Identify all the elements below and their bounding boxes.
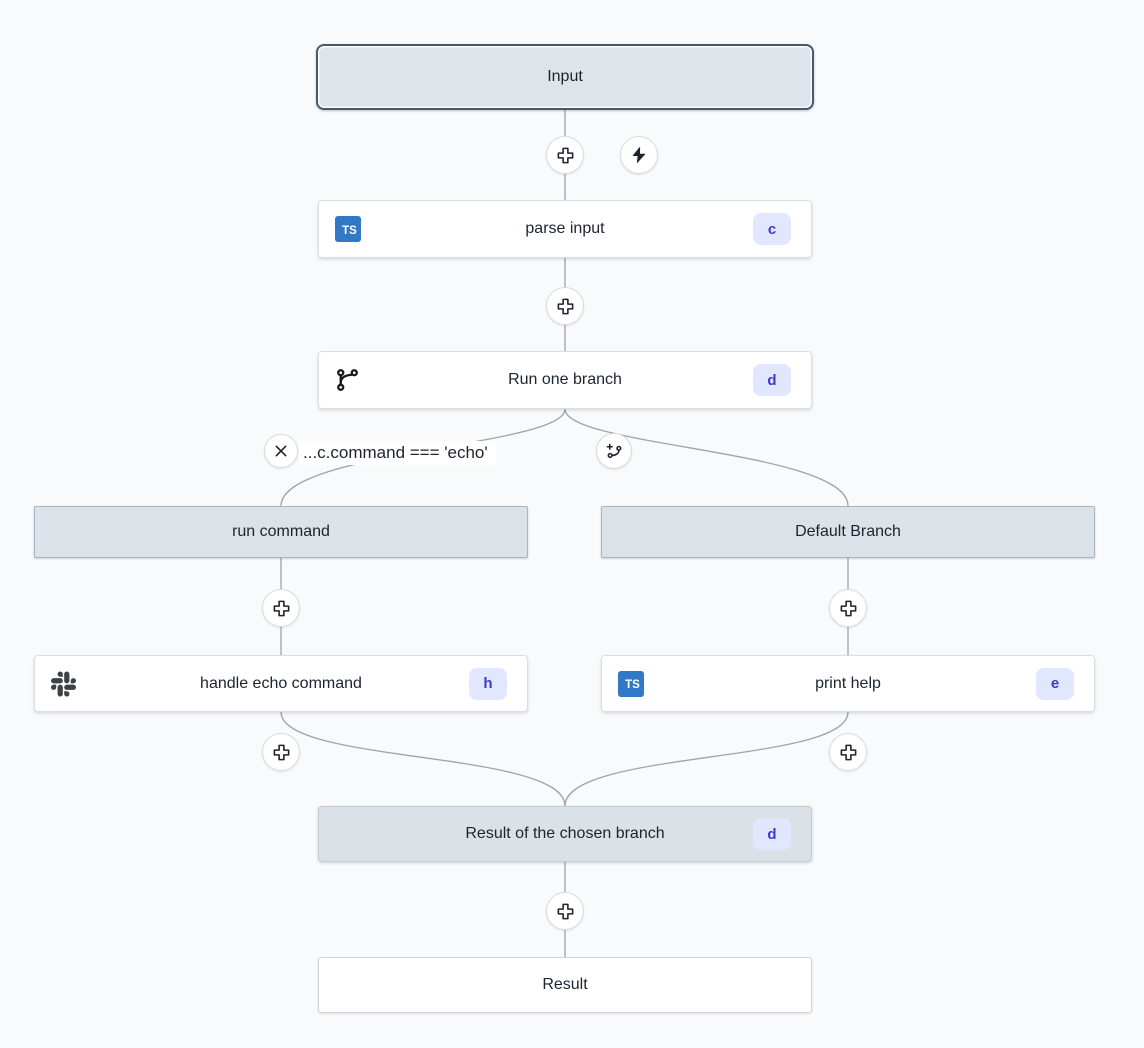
step-id-badge: c [753,213,791,245]
zap-icon [632,147,646,163]
remove-branch-button[interactable] [264,434,298,468]
typescript-icon: TS [618,670,644,697]
input-node-label: Input [547,68,583,85]
typescript-icon: TS [335,216,361,242]
plus-icon [557,298,573,314]
branch-merge-node[interactable]: Result of the chosen branch d [318,806,812,862]
branch-header-label: run command [232,523,330,540]
branch-header-default[interactable]: Default Branch [601,506,1095,558]
flow-input-node[interactable]: Input [316,44,814,110]
add-branch-icon [606,443,621,458]
step-node-print-help[interactable]: TS print help e [601,655,1095,712]
insert-step-button[interactable] [546,136,584,174]
step-id-badge: d [753,364,791,396]
trigger-button[interactable] [620,136,658,174]
plus-icon [273,744,289,760]
step-node-run-one-branch[interactable]: Run one branch d [318,351,812,409]
edge-merge-right [564,711,849,807]
step-label: parse input [525,220,605,237]
insert-step-button[interactable] [829,589,867,627]
merge-node-label: Result of the chosen branch [465,825,665,842]
step-id-badge: d [753,818,791,850]
git-branch-icon [335,368,360,393]
insert-step-button[interactable] [262,589,300,627]
step-id-badge: h [469,667,507,700]
insert-step-button[interactable] [262,733,300,771]
slack-icon [51,671,76,696]
plus-icon [557,903,573,919]
insert-step-button[interactable] [829,733,867,771]
plus-icon [273,600,289,616]
step-label: print help [815,674,881,692]
x-icon [275,445,287,457]
insert-step-button[interactable] [546,287,584,325]
step-label: handle echo command [200,674,362,692]
plus-icon [557,147,573,163]
add-branch-button[interactable] [596,433,632,469]
plus-icon [840,744,856,760]
edge-merge-left [280,711,566,807]
insert-step-button[interactable] [546,892,584,930]
result-node-label: Result [542,976,588,993]
step-label: Run one branch [508,371,622,388]
branch-condition-label: ...c.command === 'echo' [299,441,496,465]
step-node-parse-input[interactable]: TS parse input c [318,200,812,258]
branch-header-label: Default Branch [795,523,901,540]
flow-result-node[interactable]: Result [318,957,812,1013]
step-node-handle-echo[interactable]: handle echo command h [34,655,528,712]
branch-header-run-command[interactable]: run command [34,506,528,558]
plus-icon [840,600,856,616]
step-id-badge: e [1036,667,1074,700]
